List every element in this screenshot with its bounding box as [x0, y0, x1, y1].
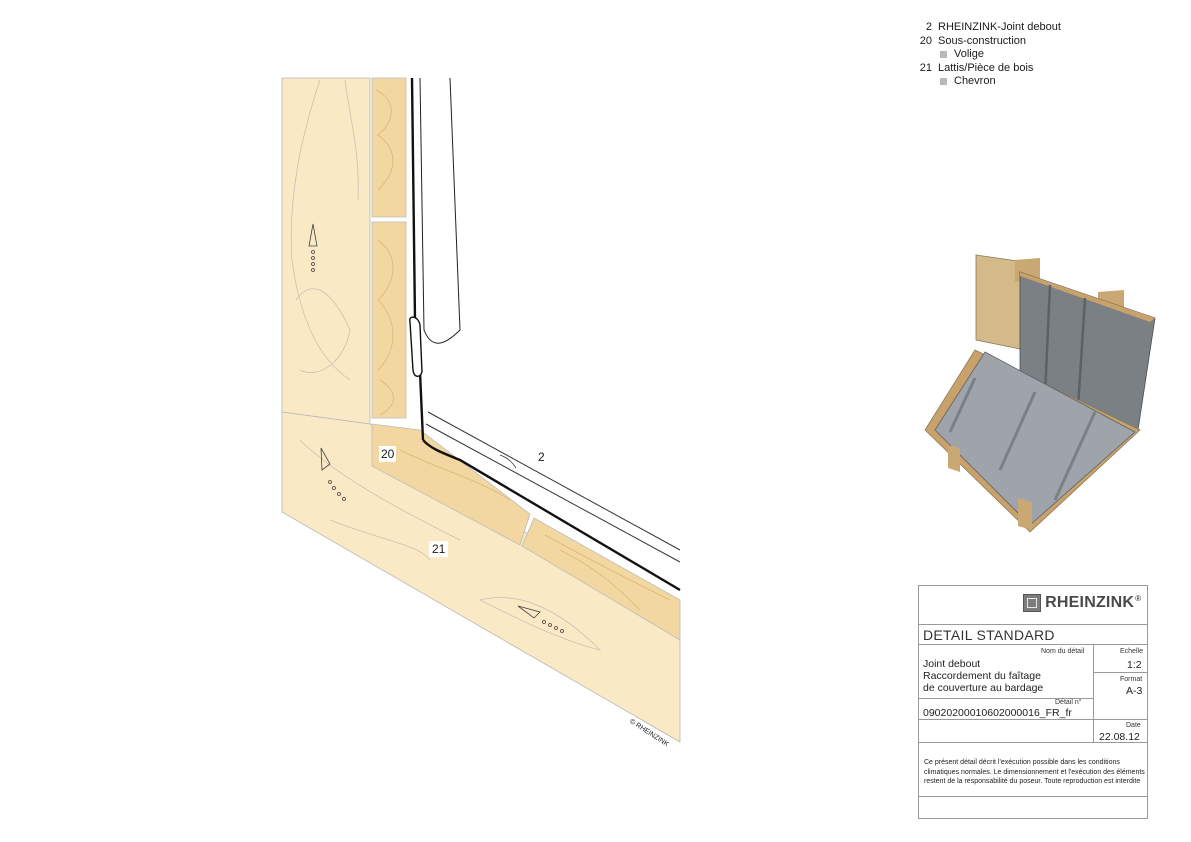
legend-sublabel: Volige	[954, 48, 984, 60]
legend-label: Sous-construction	[938, 34, 1027, 47]
divider	[919, 698, 1093, 699]
zinc-fold	[409, 316, 423, 377]
name-label: Nom du détail	[1041, 648, 1085, 655]
scale-value: 1:2	[1127, 659, 1142, 671]
zinc-slope-seam	[425, 411, 681, 563]
divider	[919, 719, 1147, 720]
callout-20: 20	[379, 446, 397, 462]
divider	[919, 742, 1147, 743]
detail-name-line: de couverture au bardage	[923, 682, 1044, 694]
scale-label: Echelle	[1120, 648, 1143, 655]
vertical-board-lower	[371, 221, 407, 419]
divider	[919, 796, 1147, 797]
legend: 2 RHEINZINK-Joint debout 20 Sous-constru…	[906, 21, 1061, 89]
legend-num: 21	[919, 61, 932, 74]
detail-name: Joint debout Raccordement du faîtage de …	[923, 658, 1043, 694]
legend-subitem: Volige	[906, 48, 1061, 62]
direction-arrow-slope-right	[517, 605, 564, 633]
legend-label: RHEINZINK-Joint debout	[938, 21, 1061, 33]
callout-2-leader	[499, 454, 517, 469]
vertical-board-upper	[371, 77, 407, 218]
title-block: RHEINZINK ® DETAIL STANDARD Nom du détai…	[918, 585, 1148, 819]
legend-num: 20	[919, 34, 932, 47]
divider	[1093, 672, 1147, 673]
detail-no-value: 09020200010602000016_FR_fr	[923, 707, 1072, 719]
logo-text: RHEINZINK	[1045, 594, 1135, 611]
sloped-board-1	[371, 423, 531, 546]
sloped-rafter	[281, 411, 681, 743]
board-grain	[375, 89, 394, 416]
legend-sublabel: Chevron	[954, 75, 996, 87]
callout-2: 2	[538, 450, 545, 464]
format-value: A-3	[1126, 685, 1143, 697]
logo-row: RHEINZINK ®	[919, 586, 1147, 625]
format-label: Format	[1120, 676, 1143, 683]
logo-registered: ®	[1135, 594, 1141, 603]
legend-item: 21 Lattis/Pièce de bois	[906, 62, 1061, 76]
direction-arrow-vertical	[308, 223, 318, 272]
sloped-board-grain	[399, 449, 671, 611]
legend-swatch-icon	[940, 51, 947, 59]
legend-swatch-icon	[940, 78, 947, 86]
legend-subitem: Chevron	[906, 75, 1061, 89]
date-value: 22.08.12	[1099, 731, 1140, 743]
legend-label: Lattis/Pièce de bois	[938, 61, 1034, 74]
zinc-vertical-face	[419, 77, 461, 344]
rheinzink-logo: RHEINZINK ®	[1023, 594, 1141, 612]
detail-no-label: Détail n°	[1055, 699, 1082, 706]
rafter-grain	[290, 79, 359, 381]
direction-arrow-slope-left	[320, 447, 346, 501]
detail-name-line: Raccordement du faîtage	[923, 670, 1041, 682]
legend-item: 2 RHEINZINK-Joint debout	[906, 21, 1061, 35]
iso-thumbnail	[924, 254, 1156, 533]
sloped-board-2	[521, 517, 681, 641]
vertical-rafter	[281, 77, 371, 425]
detail-name-line: Joint debout	[923, 658, 981, 670]
divider-vertical	[1093, 644, 1094, 742]
divider	[919, 644, 1147, 645]
legend-num: 2	[925, 21, 932, 33]
detail-heading: DETAIL STANDARD	[923, 627, 1055, 643]
callout-21: 21	[429, 541, 449, 557]
sloped-rafter-grain	[299, 439, 602, 651]
logo-mark-icon	[1023, 594, 1042, 612]
disclaimer-note: Ce présent détail décrit l'exécution pos…	[924, 759, 1145, 785]
date-label: Date	[1126, 722, 1141, 729]
legend-item: 20 Sous-construction	[906, 35, 1061, 49]
zinc-slope-sheet	[422, 439, 681, 592]
